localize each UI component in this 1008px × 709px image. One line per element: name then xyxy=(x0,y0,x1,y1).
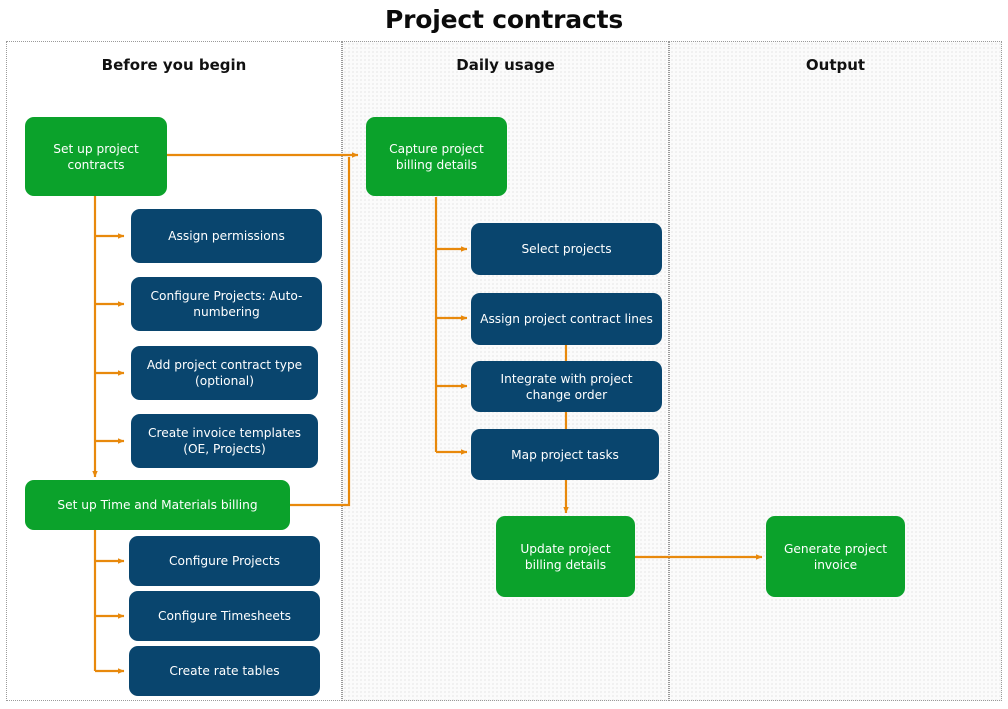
node-label: Integrate with project change order xyxy=(500,371,633,402)
node-label: Set up Time and Materials billing xyxy=(57,498,258,512)
swimlane-header-output: Output xyxy=(805,56,866,74)
node-map-project-tasks[interactable]: Map project tasks xyxy=(471,429,659,480)
page-title: Project contracts xyxy=(384,5,624,34)
node-label: Assign permissions xyxy=(168,229,285,243)
node-label: Add project contract type (optional) xyxy=(146,358,303,388)
node-label: Capture project billing details xyxy=(389,141,484,172)
node-label: Select projects xyxy=(521,242,612,256)
node-label: Update project billing details xyxy=(520,541,611,572)
node-integrate-with-project-change-order[interactable]: Integrate with project change order xyxy=(471,361,662,412)
node-assign-permissions[interactable]: Assign permissions xyxy=(131,209,322,263)
node-assign-project-contract-lines[interactable]: Assign project contract lines xyxy=(471,293,662,345)
node-label: Generate project invoice xyxy=(783,541,888,572)
node-label: Assign project contract lines xyxy=(480,312,653,326)
node-add-project-contract-type[interactable]: Add project contract type (optional) xyxy=(131,346,318,400)
node-label: Set up project contracts xyxy=(53,141,139,172)
swimlane-header-before-you-begin: Before you begin xyxy=(101,56,247,74)
node-select-projects[interactable]: Select projects xyxy=(471,223,662,275)
node-label: Create rate tables xyxy=(169,664,280,678)
node-generate-project-invoice[interactable]: Generate project invoice xyxy=(766,516,905,597)
node-set-up-project-contracts[interactable]: Set up project contracts xyxy=(25,117,167,196)
node-update-project-billing-details[interactable]: Update project billing details xyxy=(496,516,635,597)
swimlane-header-daily-usage: Daily usage xyxy=(456,56,555,74)
swimlane-output: Output xyxy=(669,41,1002,701)
node-configure-timesheets[interactable]: Configure Timesheets xyxy=(129,591,320,641)
node-label: Map project tasks xyxy=(511,447,619,462)
node-label: Configure Projects: Auto-numbering xyxy=(150,289,303,319)
node-capture-project-billing-details[interactable]: Capture project billing details xyxy=(366,117,507,196)
node-label: Configure Timesheets xyxy=(158,609,291,623)
node-set-up-time-and-materials-billing[interactable]: Set up Time and Materials billing xyxy=(25,480,290,530)
node-create-rate-tables[interactable]: Create rate tables xyxy=(129,646,320,696)
node-label: Create invoice templates (OE, Projects) xyxy=(148,426,301,456)
node-configure-projects[interactable]: Configure Projects xyxy=(129,536,320,586)
node-label: Configure Projects xyxy=(169,554,280,568)
node-create-invoice-templates[interactable]: Create invoice templates (OE, Projects) xyxy=(131,414,318,468)
node-configure-projects-auto-numbering[interactable]: Configure Projects: Auto-numbering xyxy=(131,277,322,331)
